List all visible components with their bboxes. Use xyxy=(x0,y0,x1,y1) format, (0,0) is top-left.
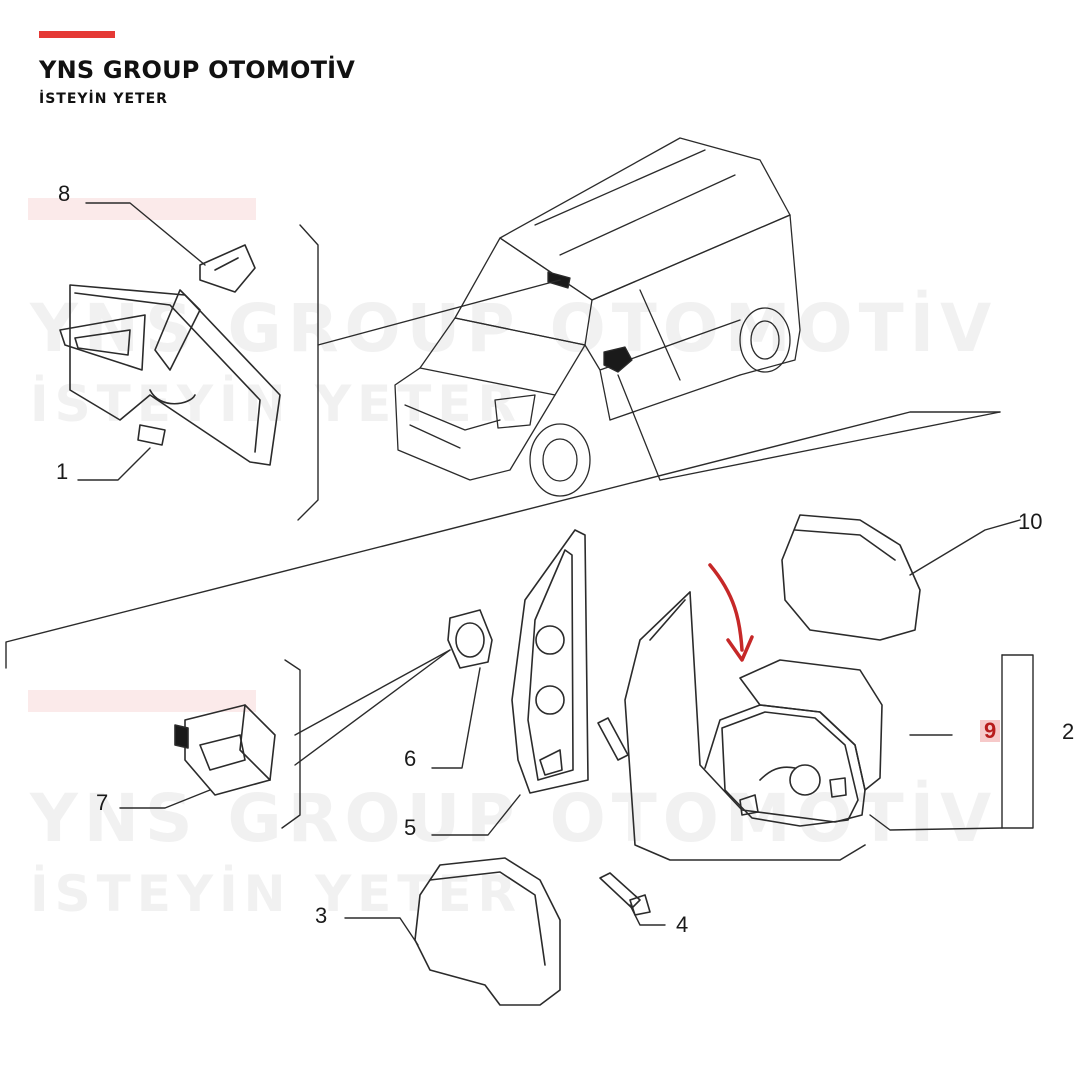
brand-accent-bar xyxy=(39,31,115,38)
highlight-arrow xyxy=(708,563,754,662)
part-mirror-glass-10 xyxy=(781,514,921,641)
part-mirror-cap-3 xyxy=(414,857,561,1006)
brand-title: YNS GROUP OTOMOTİV xyxy=(39,56,356,84)
callout-4: 4 xyxy=(676,912,689,937)
brand-subtitle: İSTEYİN YETER xyxy=(39,91,168,107)
watermark-strip-top xyxy=(28,198,256,220)
callout-1: 1 xyxy=(56,459,69,484)
part-cover-8 xyxy=(199,244,256,293)
callout-8: 8 xyxy=(58,181,71,206)
callout-7: 7 xyxy=(96,790,109,815)
part-housing-5 xyxy=(511,529,589,794)
callout-9: 9 xyxy=(980,720,1001,742)
part-switch-7 xyxy=(174,704,276,796)
callout-10: 10 xyxy=(1018,509,1043,534)
callout-2: 2 xyxy=(1062,719,1075,744)
callout-5: 5 xyxy=(404,815,417,840)
part-gasket-6 xyxy=(447,609,493,669)
van-illustration xyxy=(317,137,1001,497)
part-bolt-4 xyxy=(599,872,651,916)
section-dividers xyxy=(5,224,1034,829)
part-interior-mirror xyxy=(59,284,281,466)
part-mirror-assembly xyxy=(597,591,883,861)
callout-3: 3 xyxy=(315,903,328,928)
watermark-strip-bottom xyxy=(28,690,256,712)
callout-6: 6 xyxy=(404,746,417,771)
callout-leaders xyxy=(77,202,1021,946)
